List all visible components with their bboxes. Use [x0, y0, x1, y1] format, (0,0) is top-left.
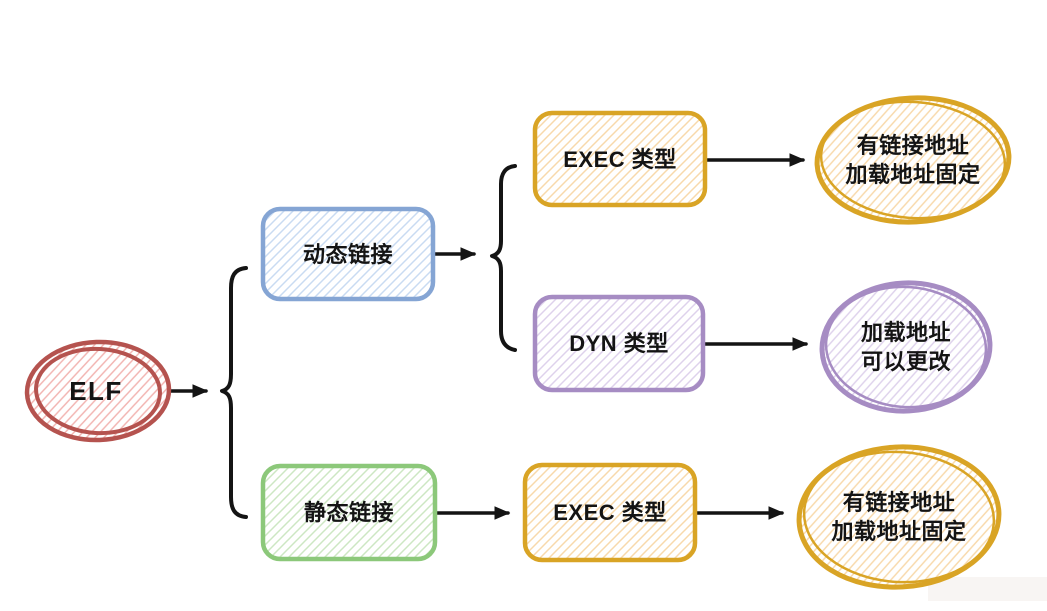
- elf-inner-ring: [34, 346, 162, 436]
- dyn-type-label: DYN 类型: [569, 331, 669, 356]
- node-result-exec-top: 有链接地址 加载地址固定: [814, 95, 1012, 225]
- node-static-link: 静态链接: [260, 463, 438, 562]
- elf-label: ELF: [69, 376, 123, 406]
- exec-type-top-box: [532, 110, 708, 208]
- result-exec-bottom-ellipse: [796, 444, 1002, 590]
- connector-layer: [168, 153, 809, 520]
- result-dyn-line2: 可以更改: [861, 349, 952, 374]
- result-dyn-sketch: [824, 285, 988, 409]
- corner-tint: [928, 577, 1047, 601]
- node-dynamic-link: 动态链接: [260, 206, 436, 302]
- result-exec-top-line2: 加载地址固定: [844, 162, 980, 187]
- dyn-type-box: [532, 294, 706, 393]
- result-exec-top-line1: 有链接地址: [857, 133, 970, 158]
- result-exec-bottom-sketch: [802, 450, 996, 584]
- brace-dynamic-branch: [490, 164, 517, 352]
- dynamic-link-box: [260, 206, 436, 302]
- elf-outer-ring: [24, 339, 172, 443]
- node-exec-type-bottom: EXEC 类型: [522, 462, 698, 563]
- brace-elf-branch: [220, 266, 248, 519]
- static-link-label: 静态链接: [304, 500, 394, 525]
- node-exec-type-top: EXEC 类型: [532, 110, 708, 208]
- result-exec-bottom-line1: 有链接地址: [843, 490, 956, 515]
- exec-type-top-label: EXEC 类型: [563, 147, 677, 172]
- node-result-dyn: 加载地址 可以更改: [819, 280, 993, 414]
- node-elf: ELF: [24, 339, 172, 443]
- result-exec-top-ellipse: [814, 95, 1012, 225]
- exec-type-bottom-box: [522, 462, 698, 563]
- static-link-box: [260, 463, 438, 562]
- result-dyn-ellipse: [819, 280, 993, 414]
- node-result-exec-bottom: 有链接地址 加载地址固定: [796, 444, 1002, 590]
- brace-layer: [220, 164, 517, 519]
- exec-type-bottom-label: EXEC 类型: [553, 500, 667, 525]
- result-exec-bottom-line2: 加载地址固定: [830, 519, 966, 544]
- node-dyn-type: DYN 类型: [532, 294, 706, 393]
- result-exec-top-sketch: [819, 100, 1007, 220]
- dynamic-link-label: 动态链接: [303, 242, 393, 267]
- result-dyn-line1: 加载地址: [860, 320, 951, 345]
